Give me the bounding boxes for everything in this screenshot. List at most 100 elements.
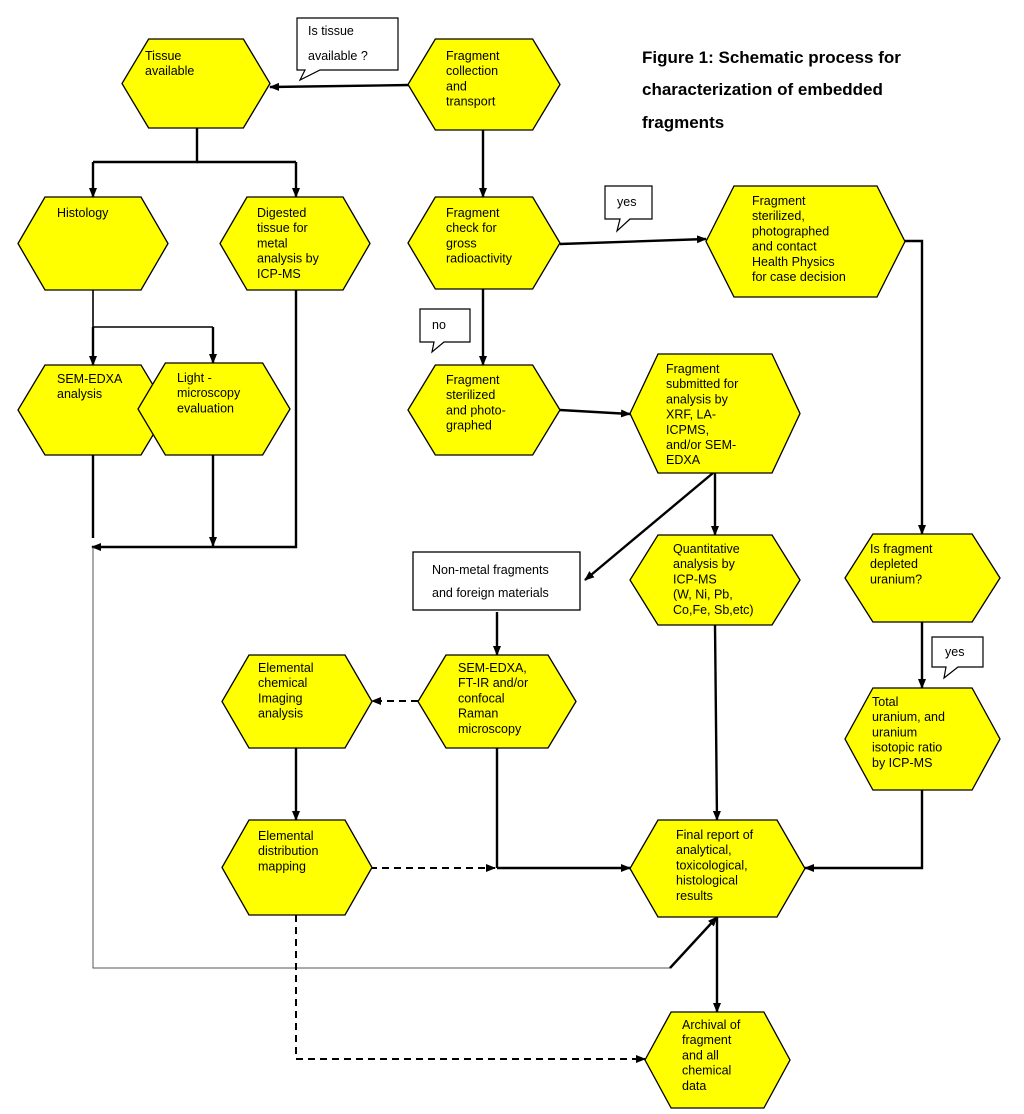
node-text-line: chemical (682, 1064, 731, 1078)
hexagon-shape (629, 819, 806, 918)
node-text-line: Fragment (666, 362, 720, 376)
node-text-line: Light - (177, 371, 212, 385)
node-text-line: Final report of (676, 828, 754, 842)
node-text-line: analysis (258, 707, 303, 721)
node-text-line: Fragment (752, 194, 806, 208)
callout-text: yes (617, 195, 636, 209)
node-text-line: depleted (870, 557, 918, 571)
hexagon-shape (844, 687, 1001, 791)
title-line: Figure 1: Schematic process for (642, 48, 901, 67)
box-text-line: and foreign materials (432, 586, 549, 600)
node-text-line: Health Physics (752, 255, 835, 269)
node-text-line: results (676, 889, 713, 903)
node-text-line: metal (257, 236, 288, 250)
node-text-line: analysis by (666, 392, 729, 406)
hexagon-shape (407, 38, 561, 131)
callout-no-radioactivity: no (419, 308, 471, 354)
node-text-line: toxicological, (676, 858, 748, 872)
node-text-line: tissue for (257, 221, 308, 235)
hexagon-shape (629, 534, 801, 626)
node-text-line: Elemental (258, 829, 314, 843)
node-text-line: and contact (752, 240, 817, 254)
node-text-line: evaluation (177, 401, 234, 415)
node-text-line: check for (446, 221, 497, 235)
node-text-line: Total (872, 695, 898, 709)
node-text-line: analysis (57, 387, 102, 401)
node-text-line: SEM-EDXA, (458, 661, 527, 675)
node-text-line: Digested (257, 206, 306, 220)
callout-text: available ? (308, 49, 368, 63)
hexagon-shape (137, 362, 291, 456)
node-text-line: sterilized (446, 388, 495, 402)
node-text-line: and photo- (446, 403, 506, 417)
node-text-line: analytical, (676, 843, 732, 857)
hexagon-shape (221, 819, 373, 916)
node-text-line: ICP-MS (257, 267, 301, 281)
node-final-report: Final report ofanalytical,toxicological,… (629, 819, 806, 918)
node-text-line: and all (682, 1048, 719, 1062)
node-text-line: available (145, 64, 194, 78)
node-text-line: ICPMS, (666, 423, 709, 437)
callout-text: no (432, 318, 446, 332)
node-text-line: Raman (458, 707, 498, 721)
node-text-line: Fragment (446, 206, 500, 220)
node-text-line: Elemental (258, 661, 314, 675)
callout-text: yes (945, 645, 964, 659)
node-text-line: Fragment (446, 373, 500, 387)
hexagon-shape (121, 38, 271, 129)
node-text-line: for case decision (752, 270, 846, 284)
node-text-line: Co,Fe, Sb,etc) (673, 603, 754, 617)
node-text-line: Archival of (682, 1018, 741, 1032)
node-text-line: microscopy (458, 722, 522, 736)
node-text-line: Imaging (258, 691, 303, 705)
node-text-line: Tissue (145, 49, 181, 63)
hexagon-shape (644, 1011, 791, 1109)
node-text-line: EDXA (666, 453, 701, 467)
hexagon-shape (221, 654, 373, 749)
node-text-line: mapping (258, 859, 306, 873)
node-text-line: chemical (258, 676, 307, 690)
node-text-line: sterilized, (752, 209, 805, 223)
node-text-line: graphed (446, 419, 492, 433)
hexagon-shape (417, 654, 577, 749)
node-text-line: analysis by (257, 252, 320, 266)
connectors (89, 82, 926, 1063)
hexagon-shape (407, 196, 561, 290)
hexagon-shape (844, 533, 1001, 623)
node-text-line: transport (446, 95, 496, 109)
node-text-line: Is fragment (870, 542, 933, 556)
hexagon-shape (705, 185, 906, 298)
hexagon-shape (17, 196, 169, 291)
node-text-line: and/or SEM- (666, 438, 736, 452)
callout-yes-uranium: yes (931, 636, 984, 680)
node-text-line: ICP-MS (673, 572, 717, 586)
node-text-line: uranium (872, 725, 917, 739)
callout-is-tissue: Is tissue available ? (296, 17, 399, 82)
node-text-line: gross (446, 236, 477, 250)
node-text-line: by ICP-MS (872, 756, 932, 770)
box-text-line: Non-metal fragments (432, 563, 549, 577)
node-text-line: fragment (682, 1033, 732, 1047)
node-text-line: distribution (258, 844, 318, 858)
callout-yes-radioactivity: yes (604, 185, 653, 233)
non-metal-box: Non-metal fragments and foreign material… (412, 551, 581, 611)
hexagon-shape (17, 364, 169, 456)
callout-text: Is tissue (308, 24, 354, 38)
title-line: characterization of embedded (642, 80, 883, 99)
node-text-line: photographed (752, 224, 829, 238)
